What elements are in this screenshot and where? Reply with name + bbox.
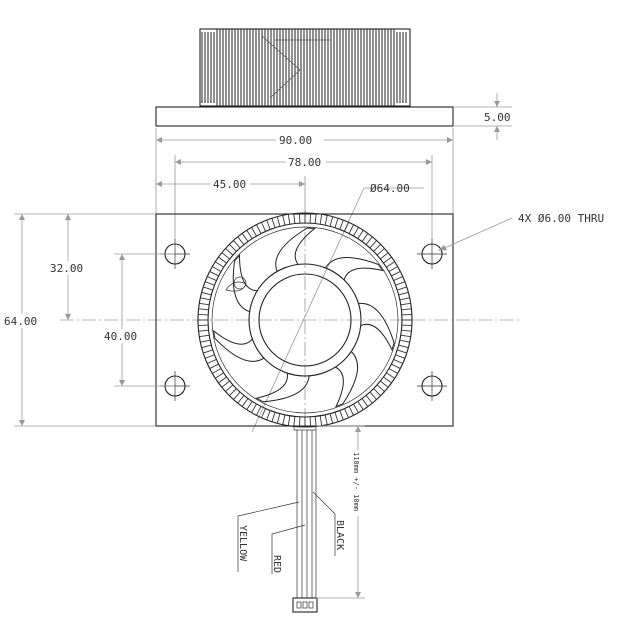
fan-diameter-label: Ø64.00	[370, 182, 410, 195]
fan-hub	[258, 273, 352, 367]
mounting-hole-bottom-right	[417, 371, 447, 401]
half-height-dimension: 32.00	[48, 214, 88, 320]
heatsink-fins	[201, 29, 407, 106]
wire-label-red: RED	[271, 555, 282, 573]
overall-width-label: 90.00	[279, 134, 312, 147]
overall-height-label: 64.00	[4, 315, 37, 328]
wire-leaders	[237, 491, 336, 574]
fan	[197, 212, 413, 428]
fan-grille-ring	[198, 213, 412, 427]
hole-spacing-y-dimension: 40.00	[102, 253, 175, 387]
base-thickness-dimension: 5.00	[453, 93, 512, 140]
connector	[292, 597, 318, 613]
mounting-hole-top-right	[417, 239, 447, 269]
wire-label-yellow: YELLOW	[237, 525, 248, 562]
holes-note: 4X Ø6.00 THRU	[438, 212, 604, 251]
cable-length-dimension	[316, 425, 365, 599]
cable-length-label: 110mm +/- 10mm	[352, 452, 360, 511]
fan-blades	[212, 227, 395, 408]
fan-label-tab	[225, 281, 247, 292]
overall-height-dimension: 64.00	[2, 213, 156, 427]
half-width-label: 45.00	[213, 178, 246, 191]
half-height-label: 32.00	[50, 262, 83, 275]
hole-spacing-x-label: 78.00	[288, 156, 321, 169]
hole-spacing-x-dimension: 78.00	[174, 154, 433, 240]
heatsink-base-plate	[155, 106, 454, 127]
heatsink-side-view	[155, 28, 454, 127]
holes-note-label: 4X Ø6.00 THRU	[518, 212, 604, 225]
wire-label-black: BLACK	[334, 520, 345, 550]
center-lines	[60, 210, 520, 430]
cable	[292, 425, 318, 613]
half-width-dimension: 45.00	[156, 176, 306, 212]
hole-spacing-y-label: 40.00	[104, 330, 137, 343]
base-thickness-label: 5.00	[484, 111, 511, 124]
overall-width-dimension: 90.00	[155, 128, 454, 214]
